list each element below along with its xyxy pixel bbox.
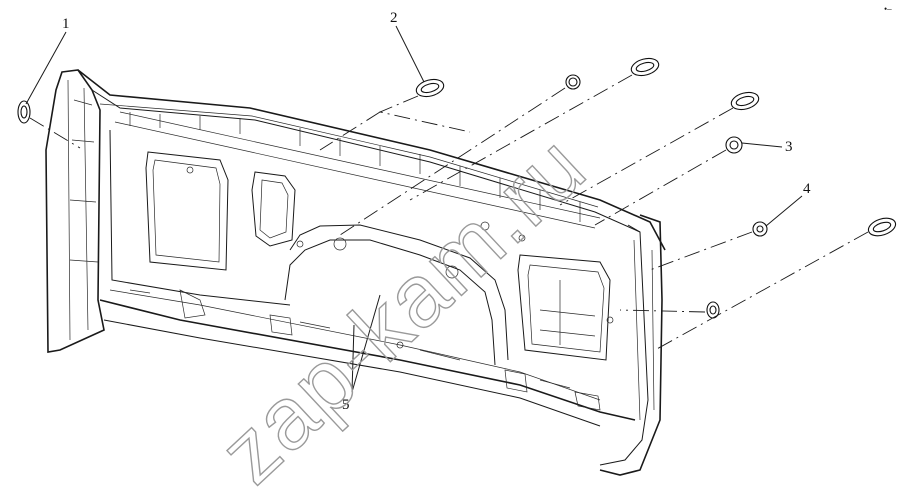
watermark: zap-kam.ru (200, 116, 604, 489)
callout-labels: 1 2 3 4 5 (62, 10, 811, 413)
callout-3: 3 (785, 139, 793, 155)
callout-5: 5 (342, 397, 350, 413)
grommet-oval-b (630, 57, 660, 77)
callout-1: 1 (62, 16, 70, 32)
leader-lines (25, 25, 803, 393)
rear-panel-drawing (45, 69, 666, 476)
corner-mark: •– (884, 4, 892, 14)
grommet-part-1 (17, 100, 31, 124)
grommet-oval-d (867, 217, 897, 237)
grommet-oval-c (730, 91, 760, 111)
callout-4: 4 (803, 181, 811, 197)
grommet-parts (17, 57, 897, 319)
grommet-part-3 (725, 136, 743, 154)
grommet-installed (706, 301, 720, 319)
grommet-part-4 (752, 221, 768, 237)
assembly-lines (29, 74, 869, 351)
grommet-round-a (565, 74, 581, 90)
grommet-part-2 (415, 78, 445, 98)
callout-2: 2 (390, 10, 398, 26)
